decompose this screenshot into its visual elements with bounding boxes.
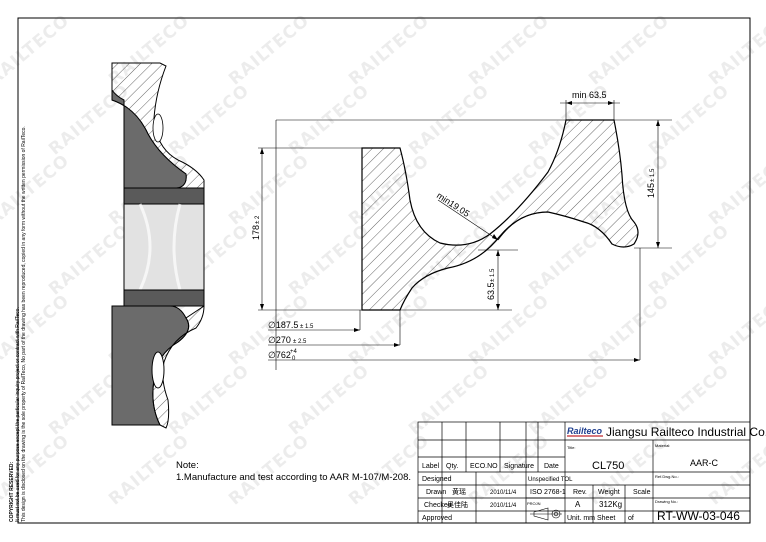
checked-date: 2010/11/4 — [490, 503, 517, 509]
dim-145-tol: ± 1.5 — [650, 168, 656, 182]
col-label: Label — [422, 463, 440, 470]
wheel-section-hub-bottom — [123, 289, 205, 307]
dim-178-tol: ± 2 — [255, 215, 261, 224]
wheel-section-solid-top — [111, 63, 187, 189]
dim-63: 63.5 — [486, 282, 496, 300]
drawn-signature: 黄瑶 — [452, 487, 466, 496]
unspecified-tol: Unspecified TOL — [528, 477, 573, 483]
weight-label: Weight — [598, 489, 620, 496]
rev-value: A — [575, 500, 581, 509]
projection-label: PROJN — [527, 501, 541, 506]
dim-63-tol: ± 1.5 — [490, 268, 496, 282]
ref-dwg-label: Ref.Dwg.No.: — [655, 474, 679, 479]
scale-label: Scale — [633, 489, 651, 496]
title-label: Title: — [567, 445, 576, 450]
dim-178: 178 — [251, 225, 261, 240]
notes-item-1: 1.Manufacture and test according to AAR … — [176, 472, 411, 483]
sheet-border — [17, 17, 751, 524]
drawing-number: RT-WW-03-046 — [657, 509, 740, 523]
company-logo — [566, 423, 603, 437]
dim-d270: ∅270 — [268, 335, 291, 345]
copyright-line-2: This design is disclosed on the drawing … — [21, 126, 27, 522]
rev-label: Rev. — [573, 489, 587, 496]
row-checked: Checked — [424, 502, 452, 509]
checked-signature: 吴佳陆 — [447, 500, 468, 509]
dim-d762-tol-dn: 0 — [292, 356, 296, 362]
col-date: Date — [544, 463, 559, 470]
title-block — [417, 421, 751, 524]
wheel-bore — [123, 203, 205, 291]
dim-d187: ∅187.5 — [268, 320, 298, 330]
col-eco: ECO.NO — [470, 463, 498, 470]
dim-d762: ∅762 — [268, 350, 291, 360]
col-signature: Signature — [504, 463, 534, 470]
dim-min-fillet: min19.05 — [435, 190, 472, 219]
dim-145: 145 — [646, 183, 656, 198]
weight-value: 312Kg — [599, 500, 622, 509]
wheel-section-hub-top — [123, 187, 205, 205]
row-approved: Approved — [422, 515, 452, 522]
iso-standard: ISO 2768-1 — [530, 489, 566, 496]
dim-min-top: min 63.5 — [572, 90, 607, 100]
drawing-title: CL750 — [592, 460, 624, 472]
col-qty: Qty. — [446, 463, 458, 470]
material-label: Material: — [655, 443, 670, 448]
material-value: AAR-C — [690, 458, 719, 468]
company-name: Jiangsu Railteco Industrial Co.,LTD — [606, 425, 766, 439]
unit-label: Unit. mm — [567, 515, 595, 522]
wheel-section-solid-bottom — [111, 305, 190, 426]
of-label: of — [628, 515, 634, 522]
logo-text: Railteco — [567, 426, 603, 436]
drawing-no-label: Drawing No.: — [655, 499, 678, 504]
rim-profile-outline — [361, 119, 639, 311]
rim-profile-view — [361, 119, 639, 311]
sheet-label: Sheet — [597, 515, 615, 522]
drawn-date: 2010/11/4 — [490, 490, 517, 496]
notes-title: Note: — [176, 460, 199, 471]
dim-d270-tol: ± 2.5 — [293, 339, 307, 345]
dim-d187-tol: ± 1.5 — [300, 324, 314, 330]
projection-symbol-icon — [530, 507, 562, 521]
row-drawn: Drawn — [426, 489, 446, 496]
row-designed: Designed — [422, 476, 452, 483]
dimension-arrows — [260, 101, 660, 362]
dim-d762-tol-up: +4 — [290, 349, 298, 355]
wheel-section-view — [111, 62, 205, 429]
